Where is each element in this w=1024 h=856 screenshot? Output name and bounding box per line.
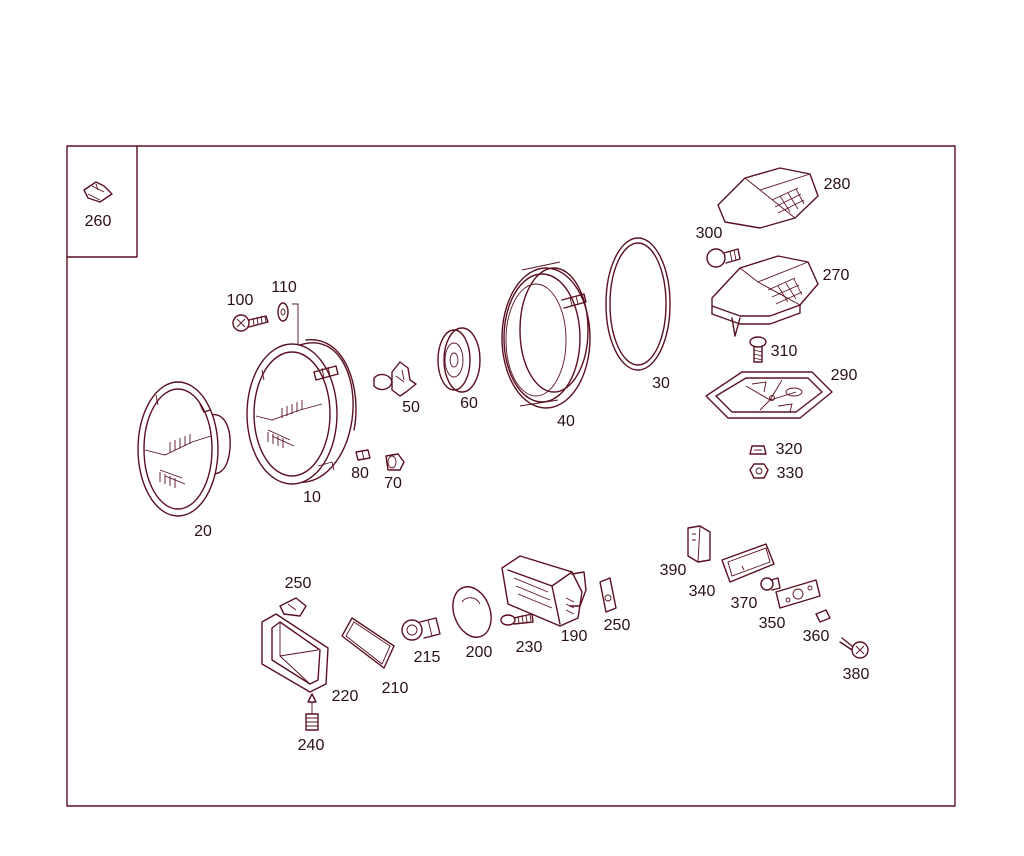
label-360: 360 (802, 628, 830, 645)
bulb-300-drawing[interactable] (706, 248, 741, 268)
base-plate-290-drawing[interactable] (705, 371, 833, 419)
label-390: 390 (659, 562, 687, 579)
label-380: 380 (842, 666, 870, 683)
label-100: 100 (226, 292, 254, 309)
label-300: 300 (695, 225, 723, 242)
housing-ring-40-drawing[interactable] (501, 261, 591, 409)
dust-cap-60-drawing[interactable] (437, 327, 481, 393)
screw-380-drawing[interactable] (839, 637, 869, 659)
label-240: 240 (297, 737, 325, 754)
marker-lens-340-drawing[interactable] (721, 543, 775, 583)
label-280: 280 (823, 176, 851, 193)
label-350: 350 (758, 615, 786, 632)
connector-390-drawing[interactable] (687, 525, 711, 563)
clip-260-drawing[interactable] (83, 181, 113, 203)
seal-ring-30-drawing[interactable] (605, 237, 671, 371)
label-50: 50 (402, 399, 420, 416)
label-250-right: 250 (603, 617, 631, 634)
diagram-frame (66, 145, 956, 807)
washer-110-drawing[interactable] (277, 302, 299, 345)
label-200: 200 (465, 644, 493, 661)
label-340: 340 (688, 583, 716, 600)
frame-220-drawing[interactable] (261, 613, 329, 693)
label-210: 210 (381, 680, 409, 697)
label-370: 370 (730, 595, 758, 612)
bulb-360-drawing[interactable] (815, 609, 831, 623)
gasket-210-drawing[interactable] (341, 617, 395, 669)
label-60: 60 (460, 395, 478, 412)
label-220: 220 (331, 688, 359, 705)
lens-200-drawing[interactable] (446, 581, 498, 642)
label-190: 190 (560, 628, 588, 645)
nut-330-drawing[interactable] (749, 463, 769, 479)
screw-240-drawing[interactable] (305, 693, 319, 731)
label-70: 70 (384, 475, 402, 492)
label-330: 330 (776, 465, 804, 482)
screw-310-drawing[interactable] (749, 336, 767, 363)
headlight-10-drawing[interactable] (246, 339, 357, 485)
gasket-350-drawing[interactable] (775, 579, 821, 609)
inset-box (66, 145, 138, 258)
screw-100-drawing[interactable] (232, 314, 269, 332)
label-80: 80 (351, 465, 369, 482)
lamp-housing-270-drawing[interactable] (711, 255, 819, 337)
label-270: 270 (822, 267, 850, 284)
label-215: 215 (413, 649, 441, 666)
screw-230-drawing[interactable] (500, 613, 534, 626)
lamp-cover-280-drawing[interactable] (717, 167, 819, 229)
headlight-20-drawing[interactable] (137, 381, 231, 517)
label-320: 320 (775, 441, 803, 458)
clip-250-right-drawing[interactable] (599, 577, 617, 613)
label-40: 40 (557, 413, 575, 430)
socket-370-drawing[interactable] (760, 577, 781, 591)
label-310: 310 (770, 343, 798, 360)
label-20: 20 (194, 523, 212, 540)
socket-70-drawing[interactable] (385, 453, 405, 471)
clip-320-drawing[interactable] (749, 445, 767, 455)
socket-215-drawing[interactable] (401, 617, 441, 641)
label-250-left: 250 (284, 575, 312, 592)
fog-lamp-190-drawing[interactable] (501, 555, 587, 627)
bulb-80-drawing[interactable] (355, 449, 371, 461)
label-110: 110 (271, 279, 297, 296)
label-30: 30 (652, 375, 670, 392)
label-260: 260 (84, 213, 112, 230)
label-10: 10 (303, 489, 321, 506)
clip-250-left-drawing[interactable] (279, 597, 307, 617)
label-230: 230 (515, 639, 543, 656)
label-290: 290 (830, 367, 858, 384)
bulb-50-drawing[interactable] (373, 361, 417, 397)
